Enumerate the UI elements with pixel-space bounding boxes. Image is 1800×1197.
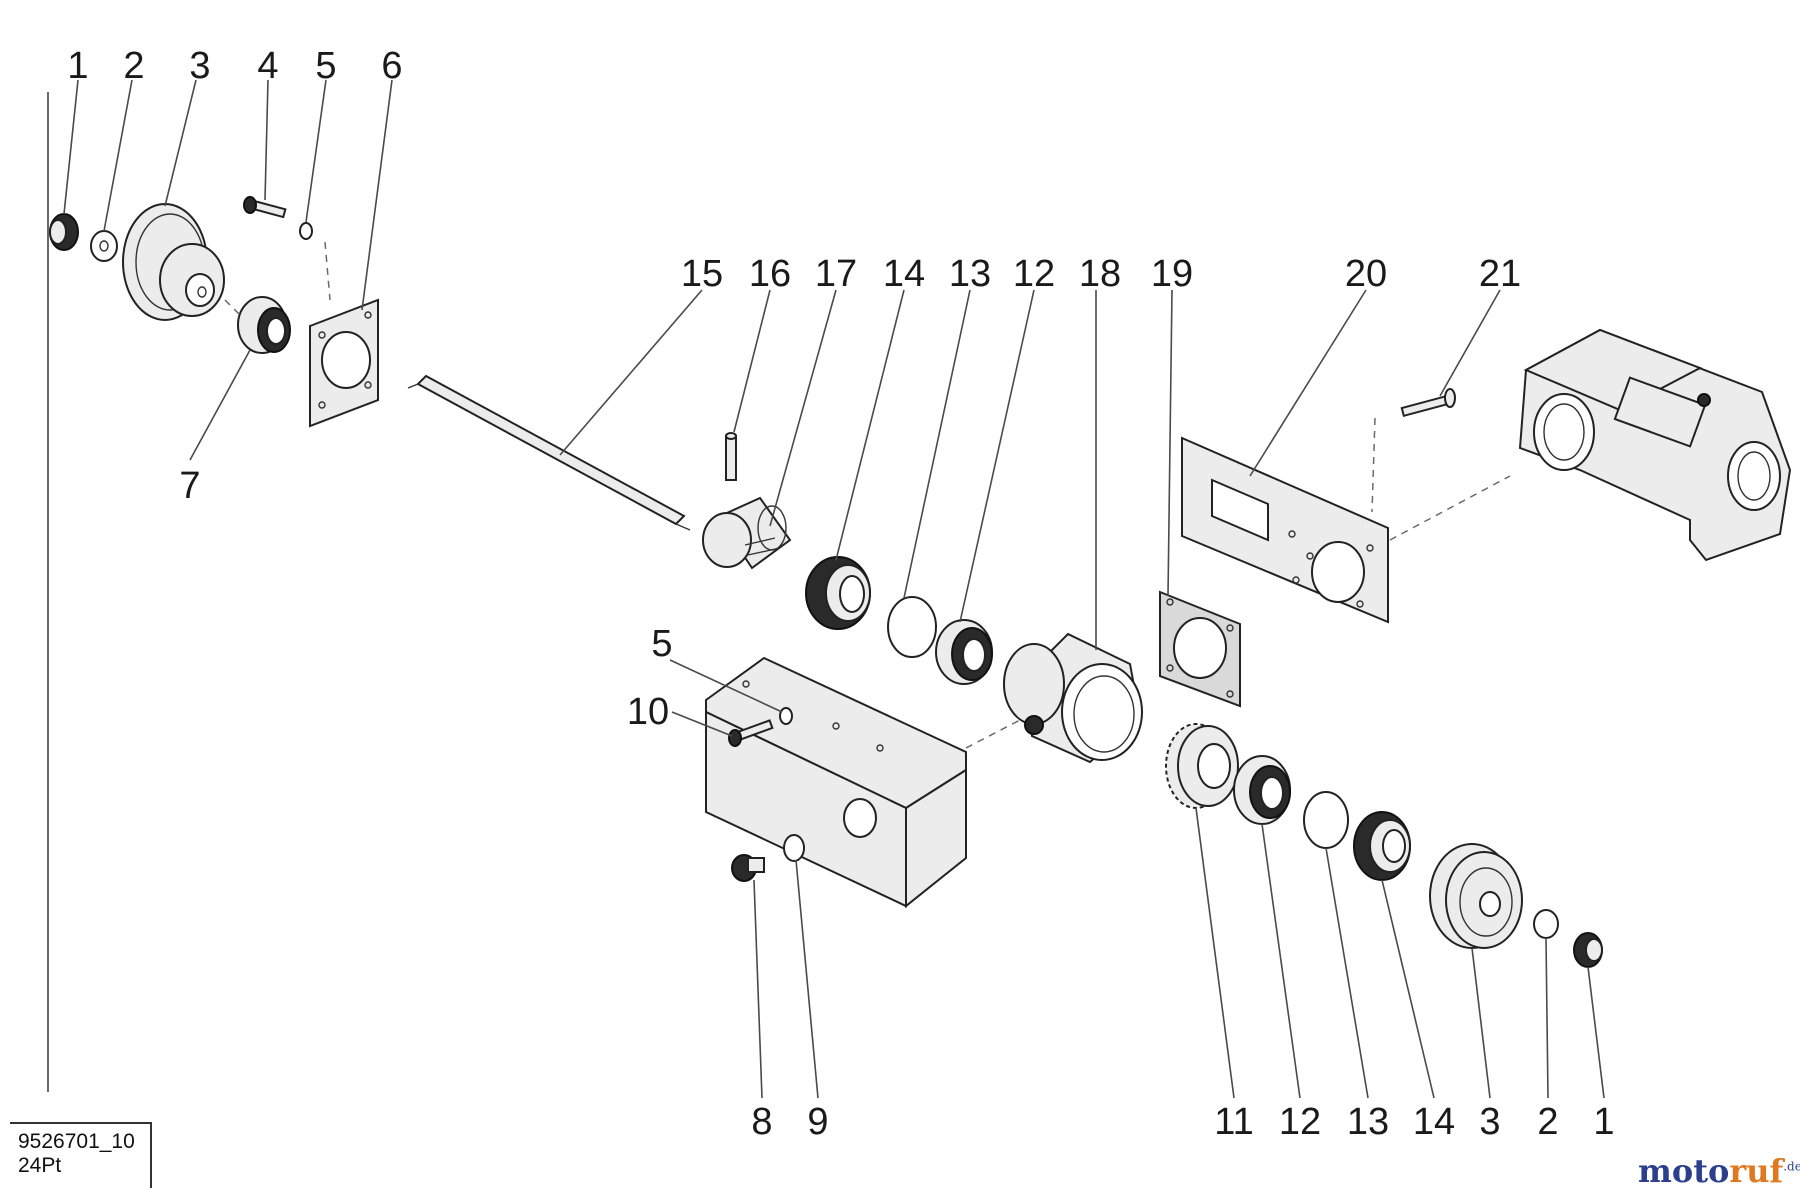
- callout: 17: [815, 253, 857, 295]
- part-plate-20: [1181, 436, 1389, 624]
- callout: 18: [1079, 253, 1121, 295]
- part-washer-bottom: [1533, 909, 1559, 939]
- part-washer-5-top: [299, 222, 313, 240]
- part-pulley-bottom: [1429, 843, 1523, 949]
- part-bearing-7: [237, 296, 291, 354]
- callout: 7: [179, 465, 200, 507]
- part-bracket-bottom: [705, 656, 967, 909]
- callout: 20: [1345, 253, 1387, 295]
- part-bolt-10: [728, 719, 774, 747]
- callout: 2: [123, 45, 144, 87]
- part-housing-18: [1003, 632, 1143, 764]
- callout: 16: [749, 253, 791, 295]
- part-bolt-4: [243, 196, 287, 219]
- watermark-logo: motoruf.de: [1638, 1152, 1800, 1190]
- callout: 9: [807, 1101, 828, 1143]
- callout: 12: [1279, 1101, 1321, 1143]
- callout: 13: [949, 253, 991, 295]
- part-pulley-top: [122, 203, 225, 321]
- part-screw-21: [1400, 388, 1456, 418]
- callouts-top-mid: 15 16 17 14 13 12 18 19 20 21: [681, 253, 1521, 295]
- callout: 15: [681, 253, 723, 295]
- part-nut-top: [49, 213, 79, 251]
- callout: 1: [67, 45, 88, 87]
- callout: 3: [189, 45, 210, 87]
- part-gearbox-housing: [1518, 328, 1792, 562]
- callout: 5: [315, 45, 336, 87]
- part-pin-16: [725, 432, 737, 481]
- part-flange-plate-6: [309, 298, 379, 428]
- callout: 12: [1013, 253, 1055, 295]
- callout: 11: [1214, 1101, 1253, 1143]
- callout: 14: [883, 253, 925, 295]
- part-gear-11: [1165, 723, 1239, 809]
- callout: 14: [1413, 1101, 1455, 1143]
- part-seal-14-top: [805, 556, 871, 630]
- part-seal-14-bottom: [1353, 811, 1411, 881]
- callout: 8: [751, 1101, 772, 1143]
- leader-lines: [63, 79, 1605, 1099]
- callouts-bottom: 8 9 11 12 13 14 3 2 1: [751, 1101, 1614, 1143]
- part-washer-5-mid: [779, 707, 793, 725]
- part-bearing-12-bottom: [1233, 755, 1291, 825]
- callout: 3: [1479, 1101, 1500, 1143]
- watermark-part1: moto: [1638, 1152, 1730, 1190]
- part-ring-13-top: [887, 596, 937, 658]
- callouts-mid-left: 5 10: [627, 623, 673, 733]
- drawing-code-box: [10, 1122, 152, 1188]
- part-ring-13-bottom: [1303, 791, 1349, 849]
- callout: 6: [381, 45, 402, 87]
- callout: 13: [1347, 1101, 1389, 1143]
- callouts-top-left: 1 2 3 4 5 6: [67, 45, 402, 87]
- watermark-part2: ruf: [1729, 1152, 1784, 1190]
- callout: 5: [651, 623, 672, 665]
- callout: 2: [1537, 1101, 1558, 1143]
- part-washer-top: [90, 230, 118, 262]
- part-washer-9: [783, 834, 805, 862]
- drawing-code-line1: 9526701_10: [18, 1130, 135, 1153]
- callout: 1: [1593, 1101, 1614, 1143]
- callout: 19: [1151, 253, 1193, 295]
- drawing-code-line2: 24Pt: [18, 1154, 62, 1177]
- part-bolt-8: [731, 854, 765, 882]
- part-gasket-19: [1159, 590, 1241, 708]
- part-nut-bottom: [1573, 932, 1603, 968]
- part-coupling-17: [702, 496, 792, 570]
- part-shaft-15: [407, 374, 691, 531]
- callout: 4: [257, 45, 278, 87]
- part-bearing-12-top: [935, 619, 993, 685]
- callout: 21: [1479, 253, 1521, 295]
- watermark-suffix: .de: [1783, 1159, 1800, 1174]
- callout: 10: [627, 691, 669, 733]
